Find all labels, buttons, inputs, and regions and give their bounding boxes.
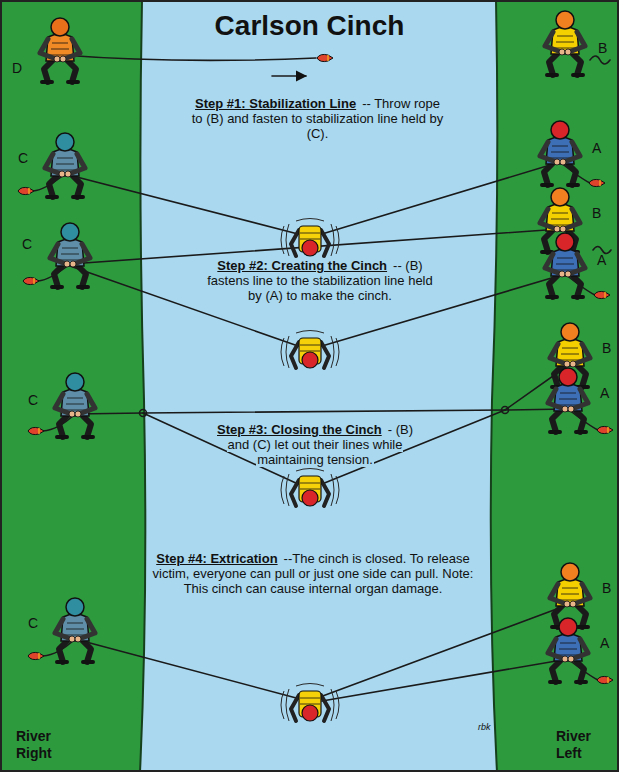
victim-figure (281, 684, 339, 722)
rope-coil (590, 56, 611, 254)
step-heading: Step #2: Creating the Cinch (216, 258, 388, 273)
rescuer-figure (55, 598, 95, 662)
rescuer-letter: A (600, 385, 609, 401)
rescuer-figure (50, 223, 90, 287)
rope-loop (140, 410, 147, 417)
rescuer-letter: B (598, 40, 607, 56)
rope-loop (502, 407, 509, 414)
rescuer-letter: A (600, 635, 609, 651)
rescuer-letter: A (592, 140, 601, 156)
bank-name: River Right (16, 728, 66, 762)
rescuer-figure (40, 18, 80, 82)
throw-bag (28, 427, 44, 434)
bank-name: River Left (556, 728, 606, 762)
rescuer-letter: D (12, 60, 22, 76)
river-bank (0, 0, 145, 772)
throw-bag (18, 187, 34, 194)
step-text-block: Step #4: Extrication--The cinch is close… (148, 551, 478, 596)
rescuer-letter: B (602, 580, 611, 596)
rescuer-letter: B (592, 205, 601, 221)
rope (65, 174, 298, 234)
step-heading: Step #4: Extrication (155, 551, 278, 566)
victim-figure (281, 219, 339, 257)
rescuer-letter: C (22, 236, 32, 252)
step-heading: Step #1: Stabilization Line (194, 96, 357, 111)
diagram-title: Carlson Cinch (0, 10, 619, 42)
rescuer-letter: C (18, 150, 28, 166)
rescuer-letter: A (597, 252, 606, 268)
rope (320, 604, 570, 697)
rope (62, 55, 316, 60)
step-heading: Step #3: Closing the Cinch (216, 422, 383, 437)
throw-arrow (272, 75, 306, 77)
throw-bag (597, 426, 613, 433)
step-text-block: Step #1: Stabilization Line-- Throw rope… (190, 96, 445, 141)
rope (75, 409, 568, 414)
rescuer-letter: B (602, 340, 611, 356)
step-text-block: Step #3: Closing the Cinch- (B) and (C) … (205, 422, 425, 467)
throw-bag (594, 291, 610, 298)
rescuer-letter: C (28, 615, 38, 631)
rescuer-figure (550, 563, 590, 627)
rescuer-letter: C (28, 392, 38, 408)
throw-bag (23, 277, 39, 284)
river-bank (491, 0, 619, 772)
rescuer-figure (45, 133, 85, 197)
rescuer-figure (548, 368, 588, 432)
throw-bag (589, 179, 605, 186)
rescuer-figure (545, 233, 585, 297)
victim-figure (281, 331, 339, 369)
rope (322, 659, 568, 701)
step-text-block: Step #2: Creating the Cinch-- (B) fasten… (205, 258, 435, 303)
rescuer-figure (548, 618, 588, 682)
artist-signature: rbk (478, 722, 491, 732)
rope (322, 162, 560, 234)
rope (75, 639, 300, 699)
victim-figure (281, 469, 339, 507)
throw-bag (28, 652, 44, 659)
rescuer-figure (545, 11, 585, 75)
rescuer-figure (55, 373, 95, 437)
throw-bag (597, 676, 613, 683)
rescuer-figure (540, 121, 580, 185)
throw-bag (317, 54, 333, 61)
